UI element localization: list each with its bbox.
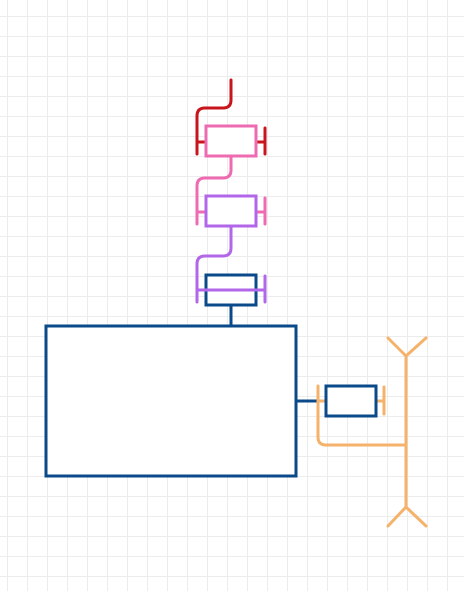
purple-lead[interactable] bbox=[195, 224, 233, 304]
top-component[interactable] bbox=[204, 124, 258, 158]
purple-lead-bus bbox=[195, 274, 267, 304]
orange-antenna[interactable] bbox=[316, 336, 428, 528]
main-block[interactable] bbox=[44, 324, 298, 478]
side-component[interactable] bbox=[324, 384, 378, 418]
middle-component[interactable] bbox=[204, 194, 258, 228]
